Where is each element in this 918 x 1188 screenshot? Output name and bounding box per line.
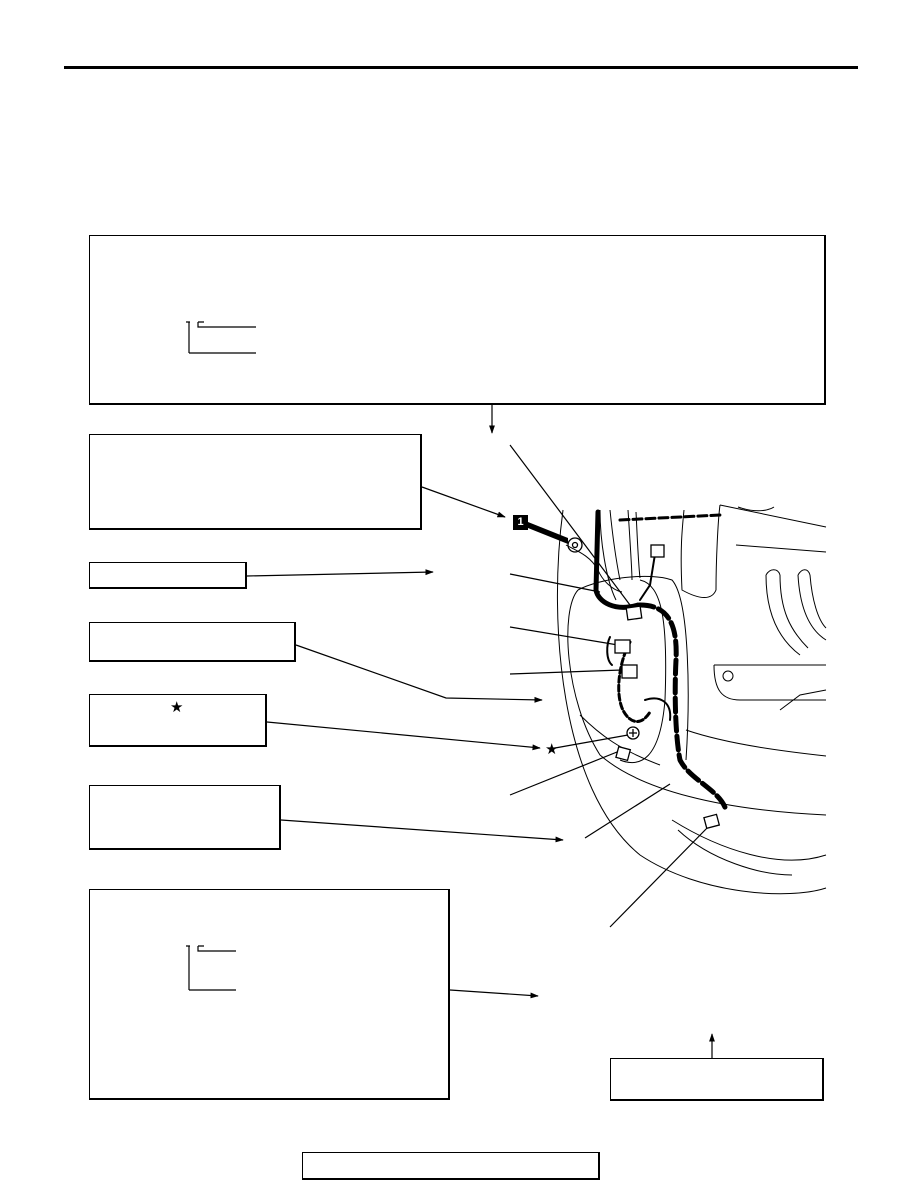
callout-box-5: ★ [89, 694, 267, 747]
leader-lines [246, 405, 715, 1058]
star-icon: ★ [170, 698, 184, 716]
callout-box-bottom-right [610, 1058, 824, 1101]
callout-box-bottom [89, 889, 450, 1100]
callout-box-4 [89, 622, 296, 662]
callout-box-3 [89, 562, 247, 589]
header-rule [64, 66, 858, 69]
callout-box-6 [89, 785, 281, 850]
star-icon: ★ [545, 740, 559, 758]
footer-box [302, 1152, 600, 1180]
bracket-icon [186, 945, 236, 991]
body-panel-outlines [556, 504, 827, 895]
callout-box-2 [89, 434, 422, 530]
marker-pointer [528, 522, 568, 544]
marker-1-icon: 1 [513, 515, 528, 530]
bracket-icon [186, 321, 256, 354]
ground-terminal-icon [567, 537, 640, 740]
connector-icon [614, 544, 721, 830]
wire-harness [593, 509, 729, 813]
callout-box-top [89, 235, 826, 405]
